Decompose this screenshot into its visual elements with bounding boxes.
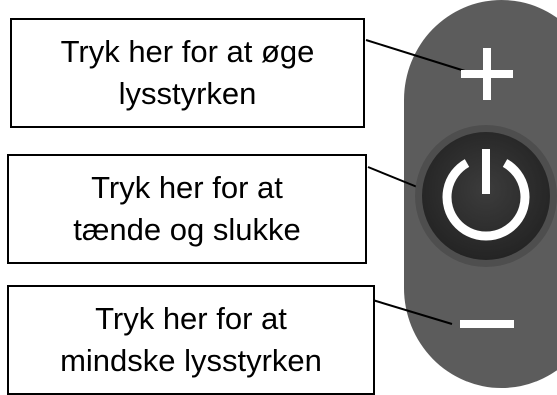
power-icon-bar [482,149,490,194]
callout-power-toggle: Tryk her for at tænde og slukke [7,154,367,264]
power-button-face [422,132,550,260]
plus-icon-vertical [483,48,491,100]
decrease-brightness-button[interactable] [460,320,514,328]
callout-increase-brightness: Tryk her for at øge lysstyrken [10,18,365,128]
increase-brightness-button[interactable] [461,48,513,100]
leader-line-minus [365,297,453,325]
power-button[interactable] [415,125,557,267]
minus-icon [460,320,514,328]
callout-decrease-brightness: Tryk her for at mindske lysstyrken [7,285,375,395]
power-icon [442,159,530,241]
leader-line-plus [365,39,466,72]
